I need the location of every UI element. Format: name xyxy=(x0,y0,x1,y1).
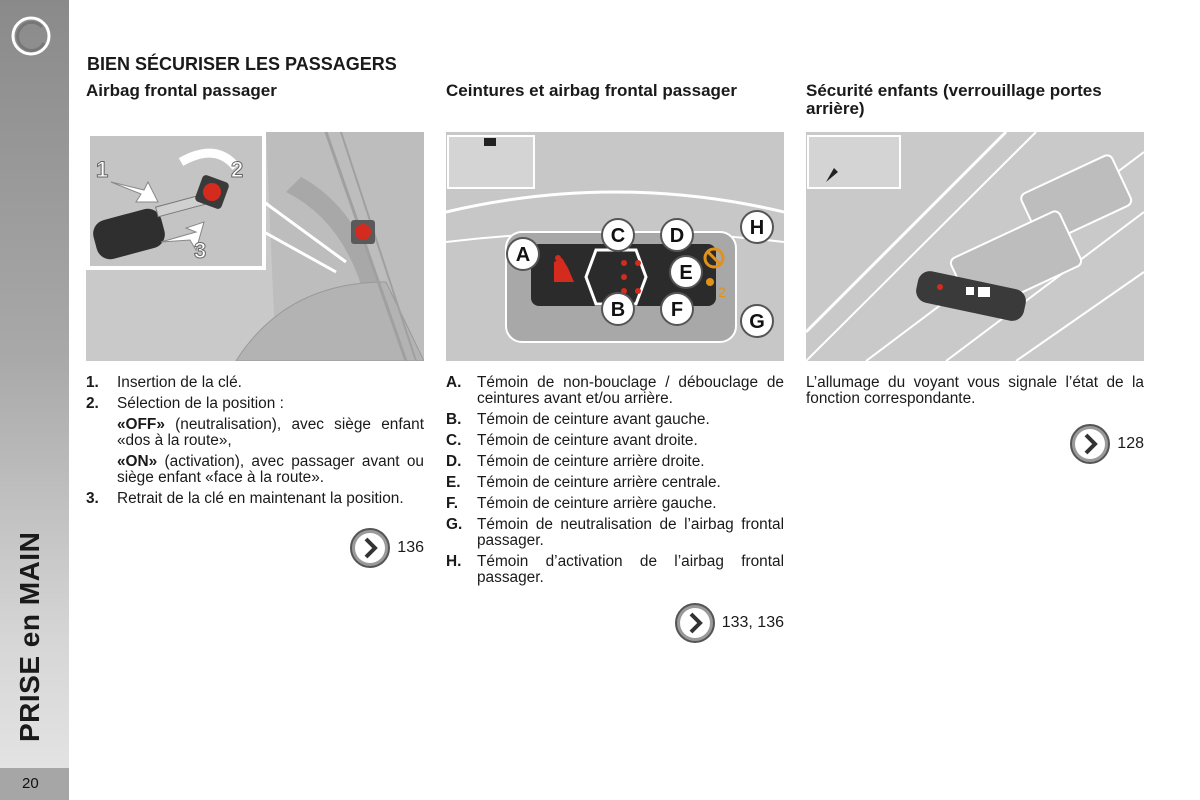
item-letter: C. xyxy=(446,432,462,449)
svg-text:2: 2 xyxy=(718,284,726,300)
list-item: E. Témoin de ceinture arrière centrale. xyxy=(446,475,784,491)
column-heading: Sécurité enfants (verrouillage portes ar… xyxy=(806,81,1102,118)
figure-label-d: D xyxy=(670,225,684,247)
reference-page: 136 xyxy=(397,539,424,556)
dashboard-warning-illustration: 2 A B C D E F G H xyxy=(446,132,784,361)
column-child-lock: Sécurité enfants (verrouillage portes ar… xyxy=(806,82,1144,465)
item-letter: H. xyxy=(446,553,462,570)
list-item: D. Témoin de ceinture arrière droite. xyxy=(446,454,784,470)
item-number: 3. xyxy=(86,490,99,507)
sub-item-off: «OFF» (neutralisation), avec siège enfan… xyxy=(117,417,424,449)
list-item: A. Témoin de non-bouclage / débouclage de… xyxy=(446,375,784,407)
sub-item-text: (activation), avec passager avant ou siè… xyxy=(117,453,424,486)
list-item: B. Témoin de ceinture avant gauche. xyxy=(446,412,784,428)
item-number: 1. xyxy=(86,374,99,391)
item-number: 2. xyxy=(86,395,99,412)
sidebar: PRISE en MAIN xyxy=(0,0,69,800)
column-heading: Ceintures et airbag frontal passager xyxy=(446,81,737,100)
item-letter: D. xyxy=(446,453,462,470)
item-letter: A. xyxy=(446,374,462,391)
list-item: F. Témoin de ceinture arrière gauche. xyxy=(446,496,784,512)
page-title: BIEN SÉCURISER LES PASSAGERS xyxy=(87,54,397,74)
sub-item-on: «ON» (activation), avec passager avant o… xyxy=(117,454,424,486)
figure-label-f: F xyxy=(671,299,683,321)
list-item: 3. Retrait de la clé en maintenant la po… xyxy=(86,491,424,507)
figure-label-3: 3 xyxy=(194,238,206,263)
brand-circle-icon xyxy=(11,16,51,56)
figure-label-2: 2 xyxy=(231,157,243,182)
sub-item-keyword: «OFF» xyxy=(117,416,165,433)
figure-label-c: C xyxy=(611,225,625,247)
item-text: Témoin de ceinture arrière gauche. xyxy=(477,495,717,512)
item-text: Retrait de la clé en maintenant la posit… xyxy=(117,490,404,507)
chevron-right-icon[interactable] xyxy=(674,602,716,644)
sub-item-text: (neutralisation), avec siège enfant «dos… xyxy=(117,416,424,449)
list-item: G. Témoin de neutralisation de l’airbag f… xyxy=(446,517,784,549)
page-reference[interactable]: 128 xyxy=(806,423,1144,465)
item-letter: G. xyxy=(446,516,463,533)
page-reference[interactable]: 133, 136 xyxy=(446,602,784,644)
item-letter: E. xyxy=(446,474,461,491)
section-vertical-title: PRISE en MAIN xyxy=(14,531,45,742)
chevron-right-icon[interactable] xyxy=(349,527,391,569)
figure-label-h: H xyxy=(750,217,764,239)
column-seatbelts: Ceintures et airbag frontal passager 2 A xyxy=(446,82,784,644)
item-text: Témoin de non-bouclage / débouclage de c… xyxy=(477,374,784,407)
description-paragraph: L’allumage du voyant vous signale l’état… xyxy=(806,374,1144,407)
chevron-right-icon[interactable] xyxy=(1069,423,1111,465)
page-number: 20 xyxy=(0,768,69,800)
list-item: 1. Insertion de la clé. xyxy=(86,375,424,391)
reference-page: 133, 136 xyxy=(721,614,784,631)
key-switch-illustration: 1 2 3 xyxy=(86,132,424,361)
item-text: Témoin de neutralisation de l’airbag fro… xyxy=(477,516,784,549)
column-airbag: Airbag frontal passager 1 2 3 xyxy=(86,82,424,569)
window-switch-illustration xyxy=(806,132,1144,361)
item-text: Témoin de ceinture avant gauche. xyxy=(477,411,710,428)
figure-label-g: G xyxy=(749,311,765,333)
sub-item-keyword: «ON» xyxy=(117,453,158,470)
item-text: Témoin de ceinture avant droite. xyxy=(477,432,698,449)
list-item: 2. Sélection de la position : xyxy=(86,396,424,412)
figure-label-a: A xyxy=(516,244,530,266)
item-text: Insertion de la clé. xyxy=(117,374,242,391)
figure-label-e: E xyxy=(679,262,692,284)
list-item: C. Témoin de ceinture avant droite. xyxy=(446,433,784,449)
item-text: Témoin de ceinture arrière droite. xyxy=(477,453,705,470)
figure-label-b: B xyxy=(611,299,625,321)
item-letter: F. xyxy=(446,495,458,512)
item-text: Sélection de la position : xyxy=(117,395,284,412)
item-text: Témoin d’activation de l’airbag frontal … xyxy=(477,553,784,586)
page-reference[interactable]: 136 xyxy=(86,527,424,569)
item-text: Témoin de ceinture arrière centrale. xyxy=(477,474,721,491)
figure-label-1: 1 xyxy=(96,157,108,182)
reference-page: 128 xyxy=(1117,435,1144,452)
list-item: H. Témoin d’activation de l’airbag fronta… xyxy=(446,554,784,586)
column-heading: Airbag frontal passager xyxy=(86,81,277,100)
item-letter: B. xyxy=(446,411,462,428)
